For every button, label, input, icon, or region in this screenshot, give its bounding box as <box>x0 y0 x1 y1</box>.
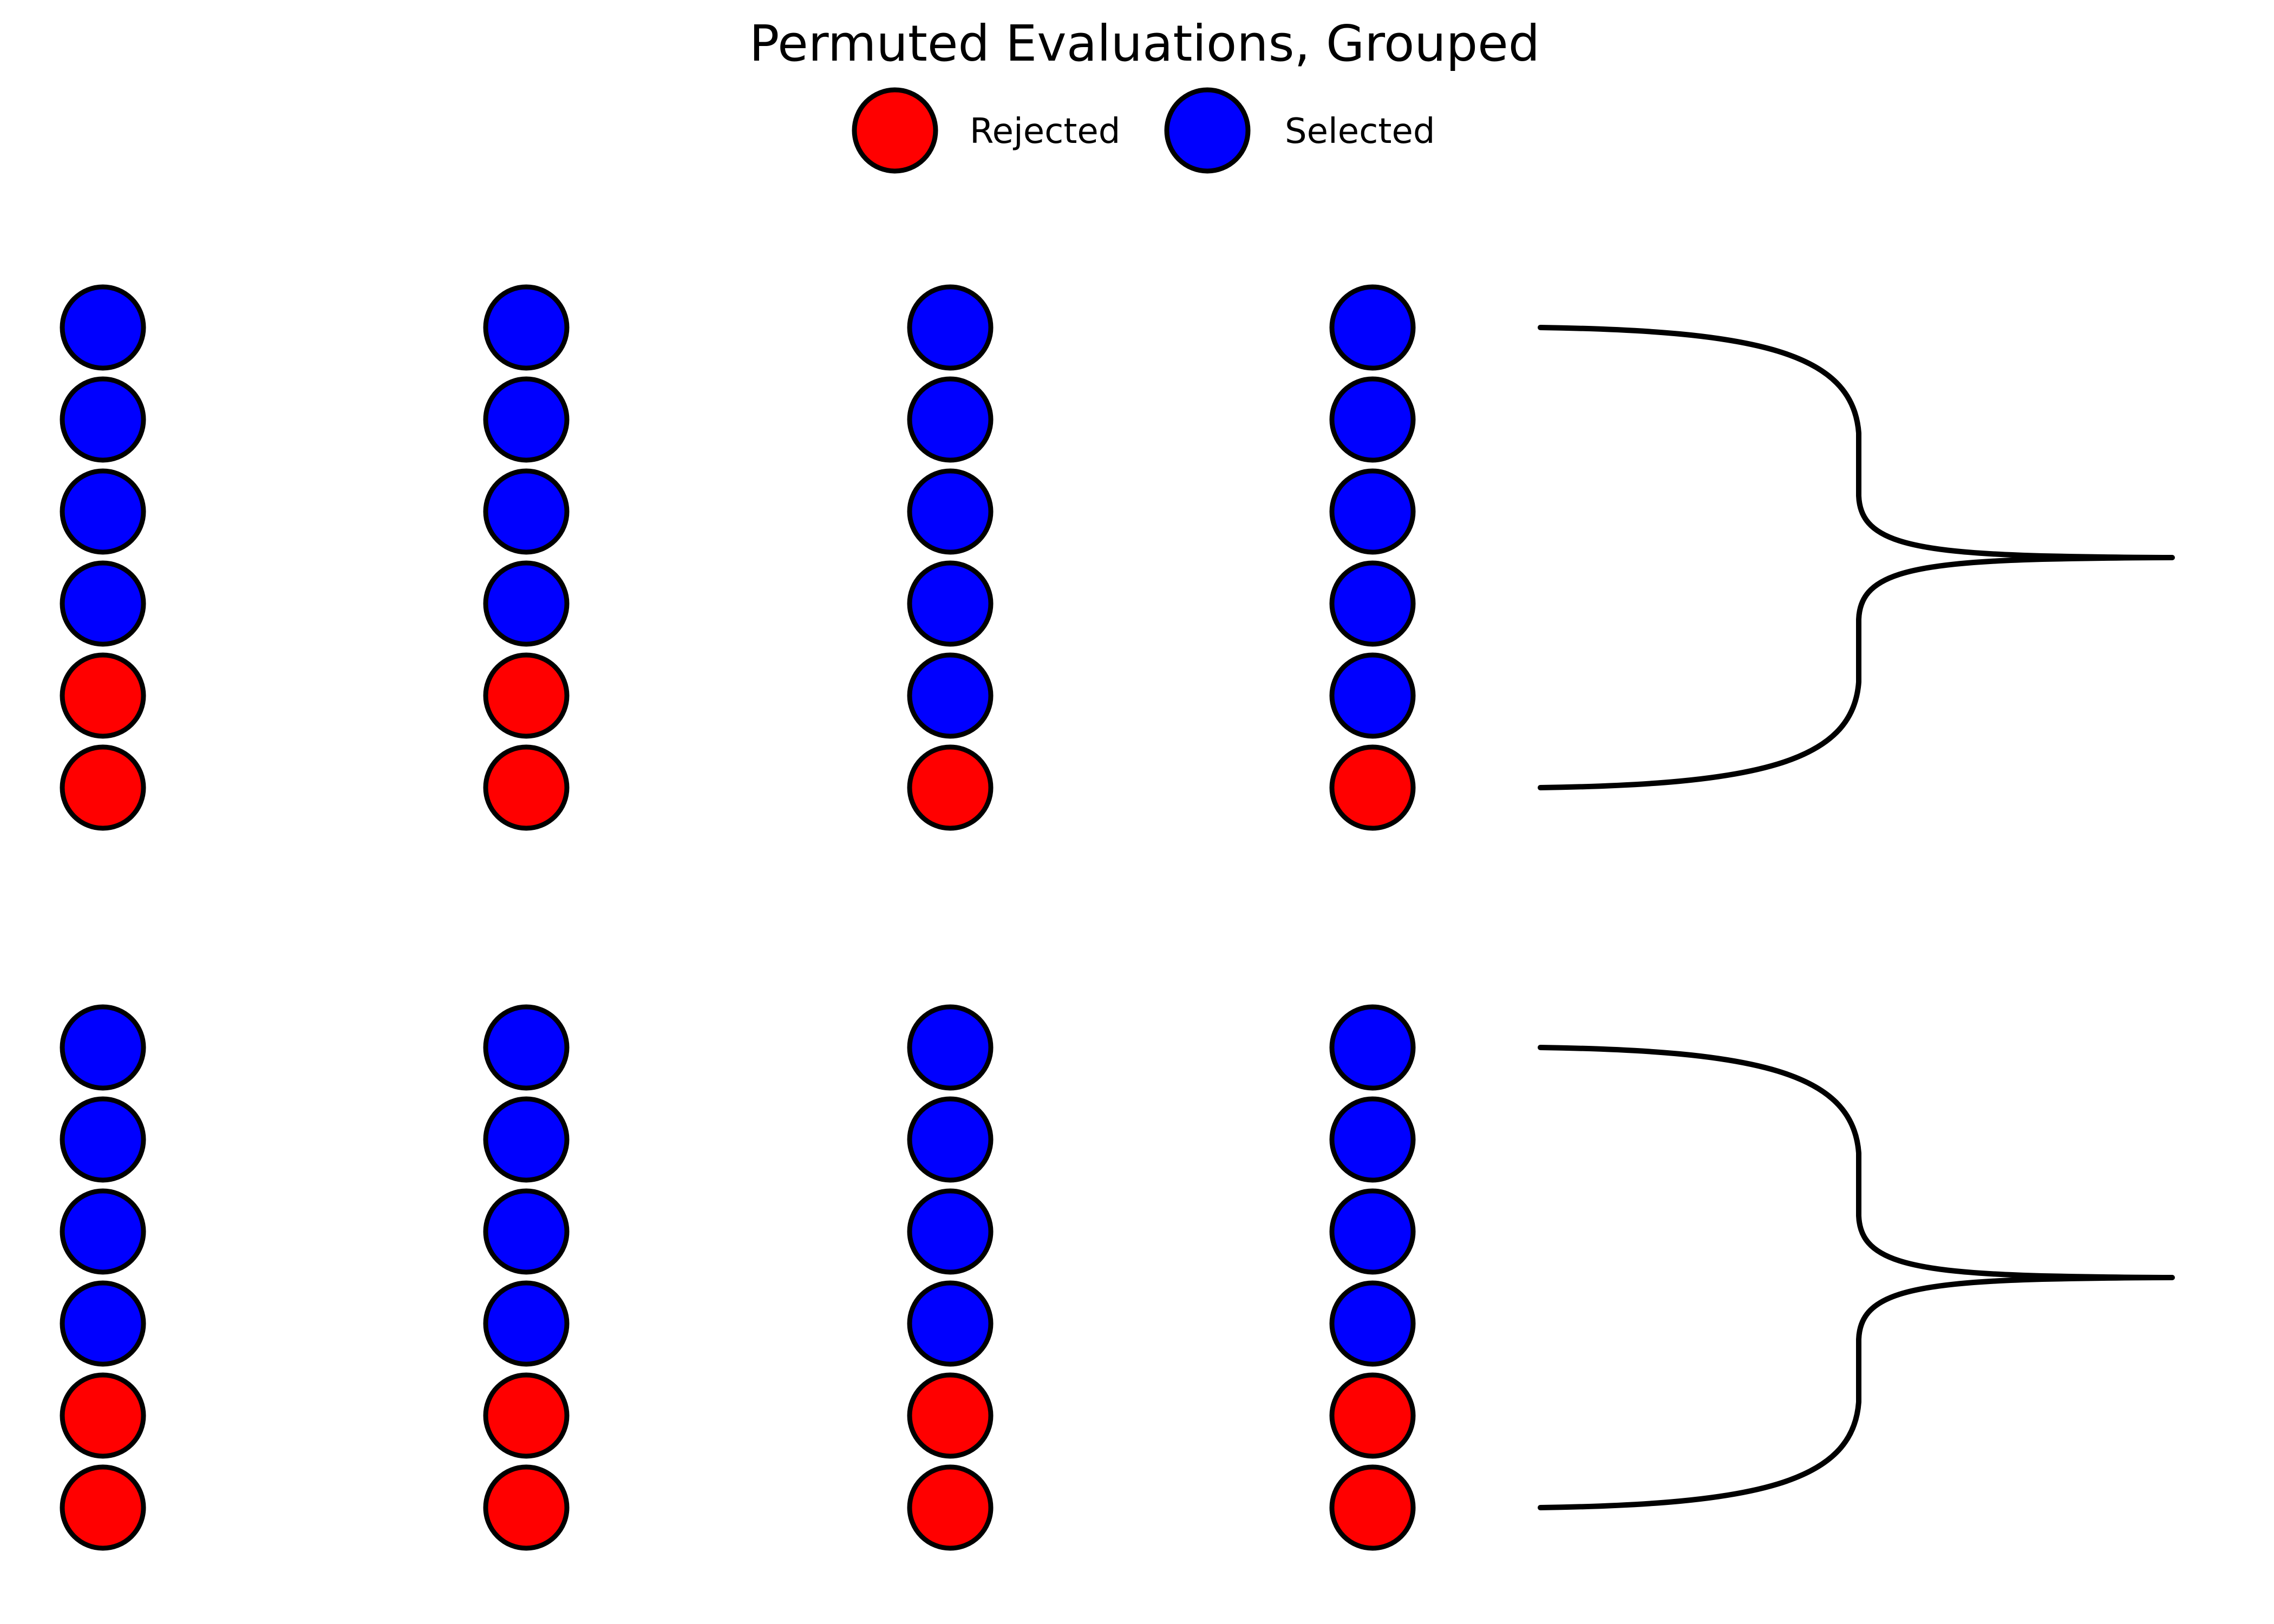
evaluation-dot-selected <box>60 468 146 555</box>
group-2-column-3 <box>907 1004 994 1551</box>
evaluation-dot-selected <box>60 560 146 647</box>
evaluation-dot-selected <box>60 1096 146 1183</box>
evaluation-dot-selected <box>1329 376 1416 463</box>
evaluation-dot-rejected <box>907 1372 994 1459</box>
evaluation-dot-selected <box>483 284 570 371</box>
curly-brace-group-2 <box>1538 1045 2175 1510</box>
evaluation-dot-rejected <box>483 1372 570 1459</box>
evaluation-dot-rejected <box>907 1464 994 1551</box>
evaluation-dot-selected <box>907 468 994 555</box>
group-1-column-3 <box>907 284 994 831</box>
evaluation-dot-selected <box>907 284 994 371</box>
legend: Rejected Selected <box>852 87 1435 174</box>
evaluation-dot-selected <box>907 1188 994 1275</box>
group-1-column-2 <box>483 284 570 831</box>
evaluation-dot-selected <box>1329 1096 1416 1183</box>
dot-grid <box>60 284 1416 1551</box>
evaluation-dot-rejected <box>1329 1372 1416 1459</box>
evaluation-dot-selected <box>483 1004 570 1091</box>
evaluation-dot-rejected <box>60 744 146 831</box>
evaluation-dot-selected <box>483 468 570 555</box>
curly-brace-group-1 <box>1538 325 2175 790</box>
group-1-column-4 <box>1329 284 1416 831</box>
evaluation-dot-selected <box>907 560 994 647</box>
group-2 <box>60 1004 1416 1551</box>
evaluation-dot-selected <box>483 1188 570 1275</box>
legend-selected-label: Selected <box>1285 112 1435 152</box>
legend-selected-swatch-icon <box>1164 87 1251 174</box>
legend-rejected-swatch-icon <box>852 87 938 174</box>
evaluation-dot-rejected <box>60 652 146 739</box>
evaluation-dot-selected <box>907 1096 994 1183</box>
braces <box>1538 325 2175 1510</box>
evaluation-dot-selected <box>1329 468 1416 555</box>
evaluation-dot-rejected <box>483 1464 570 1551</box>
evaluation-dot-rejected <box>60 1372 146 1459</box>
evaluation-dot-selected <box>907 376 994 463</box>
group-1 <box>60 284 1416 831</box>
group-1-column-1 <box>60 284 146 831</box>
evaluation-dot-rejected <box>907 744 994 831</box>
evaluation-dot-selected <box>1329 1280 1416 1367</box>
evaluation-dot-selected <box>1329 560 1416 647</box>
evaluation-dot-selected <box>907 1004 994 1091</box>
evaluation-dot-rejected <box>1329 744 1416 831</box>
evaluation-dot-selected <box>60 1280 146 1367</box>
evaluation-dot-rejected <box>60 1464 146 1551</box>
group-2-column-2 <box>483 1004 570 1551</box>
evaluation-dot-selected <box>60 1188 146 1275</box>
evaluation-dot-selected <box>1329 652 1416 739</box>
page-title: Permuted Evaluations, Grouped <box>749 15 1540 73</box>
evaluation-dot-rejected <box>1329 1464 1416 1551</box>
evaluation-dot-selected <box>1329 284 1416 371</box>
evaluation-dot-selected <box>483 1280 570 1367</box>
evaluation-dot-selected <box>483 376 570 463</box>
evaluation-dot-selected <box>907 652 994 739</box>
evaluation-dot-rejected <box>483 652 570 739</box>
evaluation-dot-selected <box>60 1004 146 1091</box>
evaluation-dot-selected <box>60 376 146 463</box>
evaluation-dot-selected <box>1329 1004 1416 1091</box>
group-2-column-4 <box>1329 1004 1416 1551</box>
group-2-column-1 <box>60 1004 146 1551</box>
evaluation-dot-selected <box>60 284 146 371</box>
evaluation-dot-rejected <box>483 744 570 831</box>
evaluation-dot-selected <box>907 1280 994 1367</box>
evaluation-dot-selected <box>1329 1188 1416 1275</box>
evaluation-dot-selected <box>483 1096 570 1183</box>
legend-rejected-label: Rejected <box>970 112 1120 152</box>
evaluation-dot-selected <box>483 560 570 647</box>
